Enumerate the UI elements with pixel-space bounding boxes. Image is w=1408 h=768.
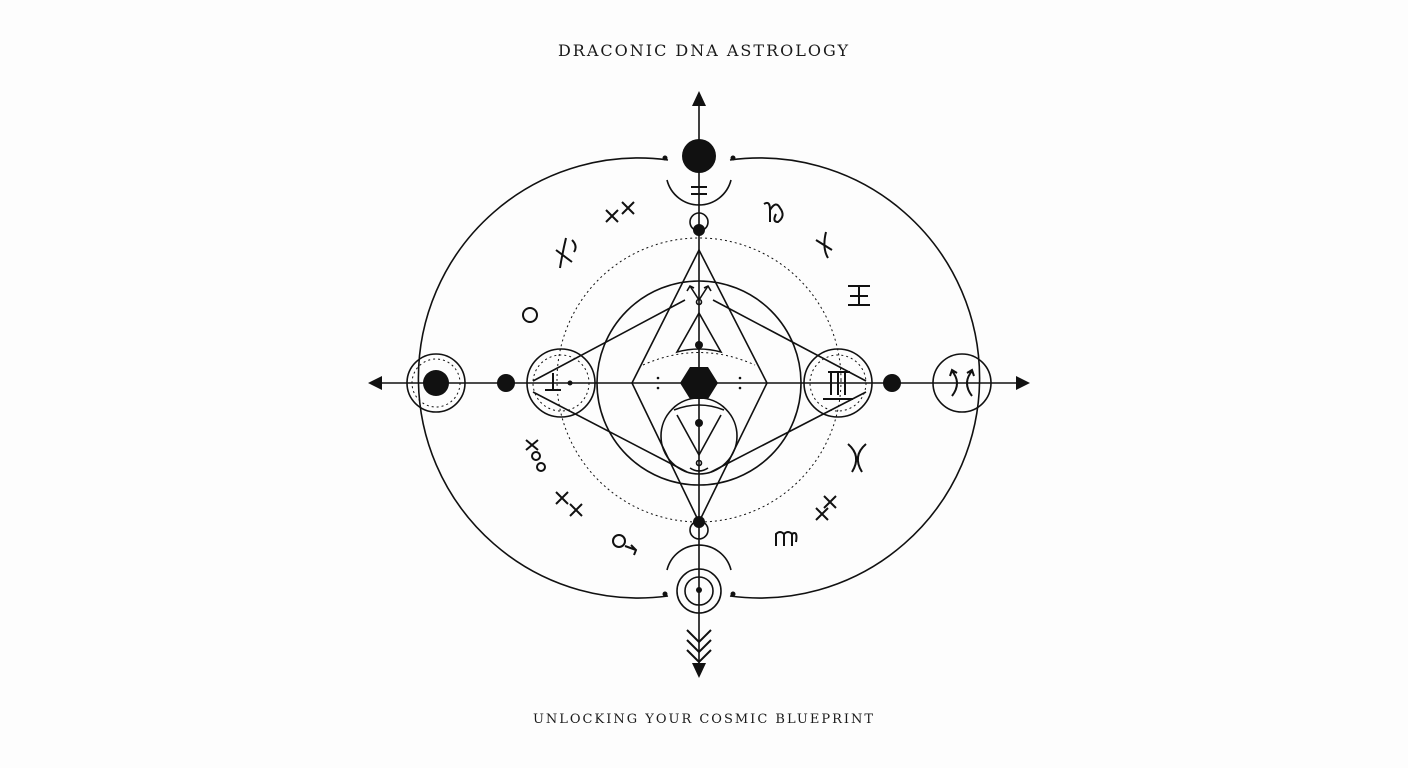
glyph-capricorn-icon bbox=[763, 201, 784, 224]
inner-circle bbox=[596, 280, 802, 486]
glyph-circle-icon bbox=[522, 307, 538, 323]
top-moon-icon bbox=[682, 139, 716, 173]
glyph-bars-icon bbox=[848, 285, 870, 306]
page-title: DRACONIC DNA ASTROLOGY bbox=[557, 41, 851, 60]
left-node bbox=[526, 348, 596, 418]
zodiac-glyphs bbox=[522, 201, 870, 556]
glyph-hook-right-icon bbox=[815, 231, 833, 259]
chevrons-down-icon bbox=[686, 629, 712, 664]
page-subtitle: UNLOCKING YOUR COSMIC BLUEPRINT bbox=[532, 712, 876, 727]
dotted-orbit bbox=[556, 237, 842, 523]
right-outer-node bbox=[932, 353, 992, 413]
glyph-cross-pair-right-icon bbox=[815, 495, 837, 521]
glyph-hook-icon bbox=[555, 237, 577, 269]
right-node bbox=[803, 348, 873, 418]
glyph-cancer-icon bbox=[847, 443, 867, 473]
center-hexagon-icon bbox=[680, 367, 718, 399]
glyph-x-icon bbox=[525, 439, 539, 451]
arrow-down-icon bbox=[692, 663, 706, 678]
bottom-sun-icon bbox=[676, 568, 722, 614]
outer-ring-left bbox=[417, 157, 669, 599]
outer-ring-right bbox=[729, 157, 981, 599]
glyph-cross-pair-icon bbox=[605, 201, 635, 223]
arrow-right-icon bbox=[1016, 376, 1030, 390]
glyph-scorpio-icon bbox=[775, 531, 798, 546]
left-outer-node bbox=[406, 353, 466, 413]
glyph-mars-icon bbox=[612, 534, 626, 548]
arrow-left-icon bbox=[368, 376, 382, 390]
arrow-up-icon bbox=[692, 91, 706, 106]
glyph-cross-pair-lower-icon bbox=[555, 491, 583, 517]
